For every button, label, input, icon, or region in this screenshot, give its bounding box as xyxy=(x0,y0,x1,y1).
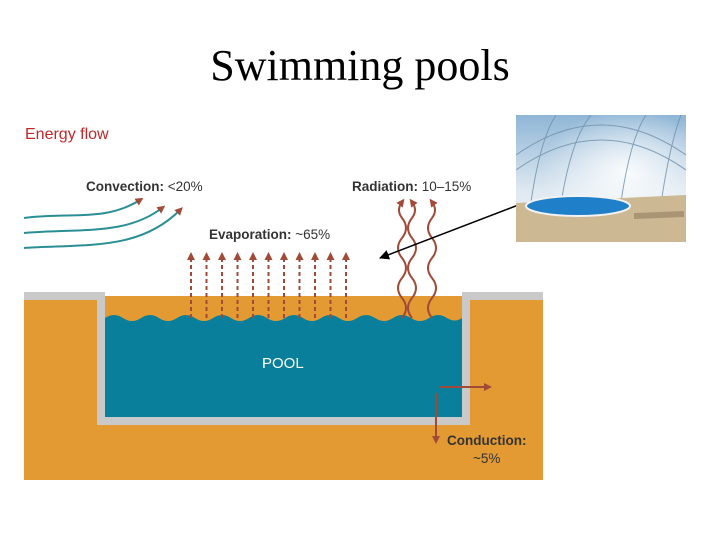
evaporation-arrows xyxy=(187,252,350,318)
radiation-value: 10–15% xyxy=(421,179,472,194)
slide-title: Swimming pools xyxy=(210,41,510,90)
conduction-arrows xyxy=(432,383,492,444)
evaporation-value: ~65% xyxy=(295,227,331,242)
convection-name: Convection: xyxy=(86,179,165,194)
conduction-label: Conduction: ~5% xyxy=(447,432,526,468)
convection-arrow xyxy=(23,207,183,249)
evaporation-name: Evaporation: xyxy=(209,227,292,242)
radiation-label: Radiation: 10–15% xyxy=(352,179,471,194)
pool-water xyxy=(105,315,462,417)
photo-pointer-line xyxy=(379,203,522,260)
evaporation-label: Evaporation: ~65% xyxy=(209,227,330,242)
conduction-value: ~5% xyxy=(473,451,501,466)
radiation-arrow xyxy=(407,198,418,319)
pool-label: POOL xyxy=(262,355,304,372)
conduction-name: Conduction: xyxy=(447,433,527,448)
diagram-heading: Energy flow xyxy=(25,126,109,143)
convection-arrow xyxy=(23,205,166,234)
radiation-arrow xyxy=(396,198,407,319)
convection-value: <20% xyxy=(167,179,203,194)
radiation-arrows xyxy=(396,198,438,319)
convection-arrows xyxy=(23,197,183,249)
convection-arrow xyxy=(23,197,144,219)
convection-label: Convection: <20% xyxy=(86,179,203,194)
radiation-arrow xyxy=(427,198,438,319)
indoor-pool-photo xyxy=(516,115,686,242)
radiation-name: Radiation: xyxy=(352,179,418,194)
